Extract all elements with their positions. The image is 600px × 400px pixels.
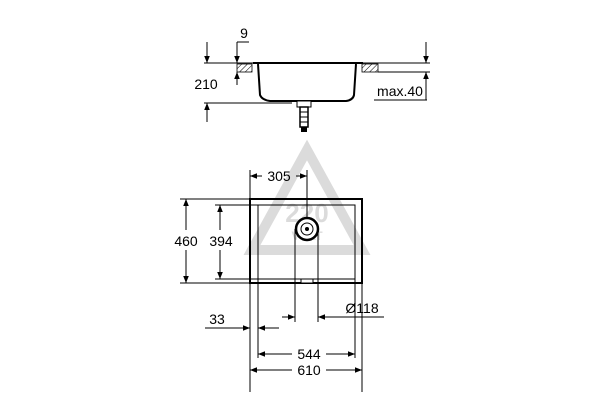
overflow-slot <box>300 278 314 284</box>
dim-drain-offset: 305 <box>267 168 291 184</box>
dim-inner-width: 544 <box>297 346 321 362</box>
drain-icon <box>294 216 320 242</box>
dim-rim-width: 33 <box>209 311 225 327</box>
dim-outer-depth: 460 <box>174 233 198 249</box>
dim-countertop-max: max.40 <box>377 83 423 99</box>
countertop-hatch-left <box>236 63 253 73</box>
dim-drain-diameter: Ø118 <box>345 300 378 316</box>
side-view: 9 210 max.40 <box>194 25 430 132</box>
dim-rim-thickness: 9 <box>240 25 248 41</box>
countertop-hatch-right <box>361 63 379 73</box>
sink-bowl-profile <box>253 62 363 102</box>
dim-inner-depth: 394 <box>209 233 233 249</box>
dim-outer-width: 610 <box>297 362 321 378</box>
dim-depth: 210 <box>194 76 218 92</box>
drain-fitting <box>296 100 312 132</box>
top-view: 305 460 394 Ø118 33 544 610 <box>174 168 384 392</box>
